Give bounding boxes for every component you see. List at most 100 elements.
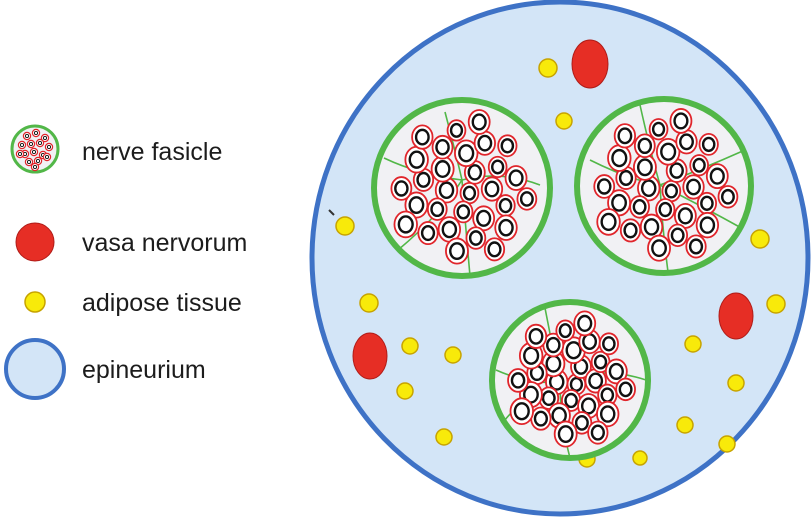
adipose-cell xyxy=(685,336,701,352)
adipose-cell xyxy=(360,294,378,312)
axon-core xyxy=(653,123,664,136)
axon-core xyxy=(535,412,547,426)
axon-core xyxy=(589,374,601,388)
myelinated-axon xyxy=(485,238,504,260)
axon-core xyxy=(469,165,481,179)
myelinated-axon xyxy=(448,120,466,140)
axon-core xyxy=(679,208,692,223)
myelinated-axon xyxy=(446,238,468,263)
axon xyxy=(45,143,52,150)
axon-core xyxy=(620,171,632,185)
myelinated-axon xyxy=(469,110,490,134)
myelinated-axon xyxy=(433,136,453,159)
axon-core xyxy=(43,136,46,139)
axon-core xyxy=(416,130,428,144)
axon-core xyxy=(45,155,48,158)
nerve-cross-section xyxy=(312,2,808,514)
adipose-cell xyxy=(677,417,693,433)
axon-core xyxy=(543,392,555,405)
axon-core xyxy=(612,150,626,166)
axon-core xyxy=(680,135,692,149)
axon-core xyxy=(645,219,658,234)
axon-core xyxy=(701,218,714,233)
myelinated-axon xyxy=(616,379,635,401)
myelinated-axon xyxy=(555,421,577,446)
myelinated-axon xyxy=(517,188,536,210)
axon-core xyxy=(595,356,606,369)
myelinated-axon xyxy=(588,421,607,443)
myelinated-axon xyxy=(621,219,640,241)
axon-core xyxy=(431,203,443,216)
adipose-cell xyxy=(633,451,647,465)
axon xyxy=(30,148,37,155)
nerve-fascicle-icon xyxy=(12,126,58,172)
myelinated-axon xyxy=(432,156,454,181)
axon xyxy=(23,132,30,139)
myelinated-axon xyxy=(405,147,428,173)
axon-core xyxy=(634,200,646,213)
axon-core xyxy=(638,160,651,176)
axon-core xyxy=(619,129,631,143)
axon-core xyxy=(436,140,448,154)
myelinated-axon xyxy=(690,155,708,175)
axon-core xyxy=(547,338,559,352)
legend-label-epineurium: epineurium xyxy=(82,356,206,384)
vasa-nervorum-vessel xyxy=(719,293,753,339)
axon-core xyxy=(672,229,684,242)
adipose-cell xyxy=(402,338,418,354)
vasa-nervorum-vessel xyxy=(572,40,608,88)
axon-core xyxy=(722,190,734,203)
myelinated-axon xyxy=(635,134,655,157)
axon-core xyxy=(666,185,677,198)
axon-core xyxy=(711,169,724,184)
axon-core xyxy=(512,373,524,387)
axon-core xyxy=(524,348,538,364)
axon-core xyxy=(547,356,560,372)
legend-label-nerve-fascicle: nerve fasicle xyxy=(82,138,222,166)
axon-core xyxy=(479,136,491,150)
axon-core xyxy=(567,342,581,358)
axon-core xyxy=(47,145,50,148)
axon-core xyxy=(576,416,588,429)
axon-core xyxy=(703,138,714,151)
myelinated-axon xyxy=(648,236,670,261)
axon-core xyxy=(25,134,28,137)
axon-core xyxy=(602,214,616,230)
axon-core xyxy=(603,337,614,350)
nerve-fascicle xyxy=(492,302,648,458)
axon-core xyxy=(399,216,413,232)
axon-core xyxy=(440,183,453,198)
axon-core xyxy=(470,231,482,244)
legend-item-nerve-fascicle: nerve fasicle xyxy=(12,126,222,172)
myelinated-axon xyxy=(670,109,691,133)
axon-core xyxy=(422,226,434,240)
axon-core xyxy=(20,143,23,146)
axon-core xyxy=(38,141,41,144)
axon-core xyxy=(499,220,512,235)
myelinated-axon xyxy=(634,155,656,180)
myelinated-axon xyxy=(466,227,485,249)
axon-core xyxy=(602,389,613,402)
axon-core xyxy=(489,242,501,256)
axon-core xyxy=(601,406,614,421)
axon-core xyxy=(515,403,529,419)
axon-core xyxy=(502,139,513,152)
axon-core xyxy=(443,222,456,237)
axon xyxy=(16,150,23,157)
adipose-cell xyxy=(336,217,354,235)
myelinated-axon xyxy=(412,125,432,148)
axon-core xyxy=(620,383,632,396)
axon-core xyxy=(451,124,462,137)
adipose-cell xyxy=(728,375,744,391)
fat-cell-icon xyxy=(25,292,45,312)
vasa-nervorum-vessel xyxy=(353,333,387,379)
axon-core xyxy=(436,161,449,177)
axon-core xyxy=(395,181,407,195)
myelinated-axon xyxy=(668,225,687,247)
axon-core xyxy=(18,152,21,155)
axon-core xyxy=(410,152,424,168)
axon-core xyxy=(583,334,595,348)
adipose-cell xyxy=(445,347,461,363)
axon-core xyxy=(492,161,503,174)
myelinated-axon xyxy=(630,196,649,218)
